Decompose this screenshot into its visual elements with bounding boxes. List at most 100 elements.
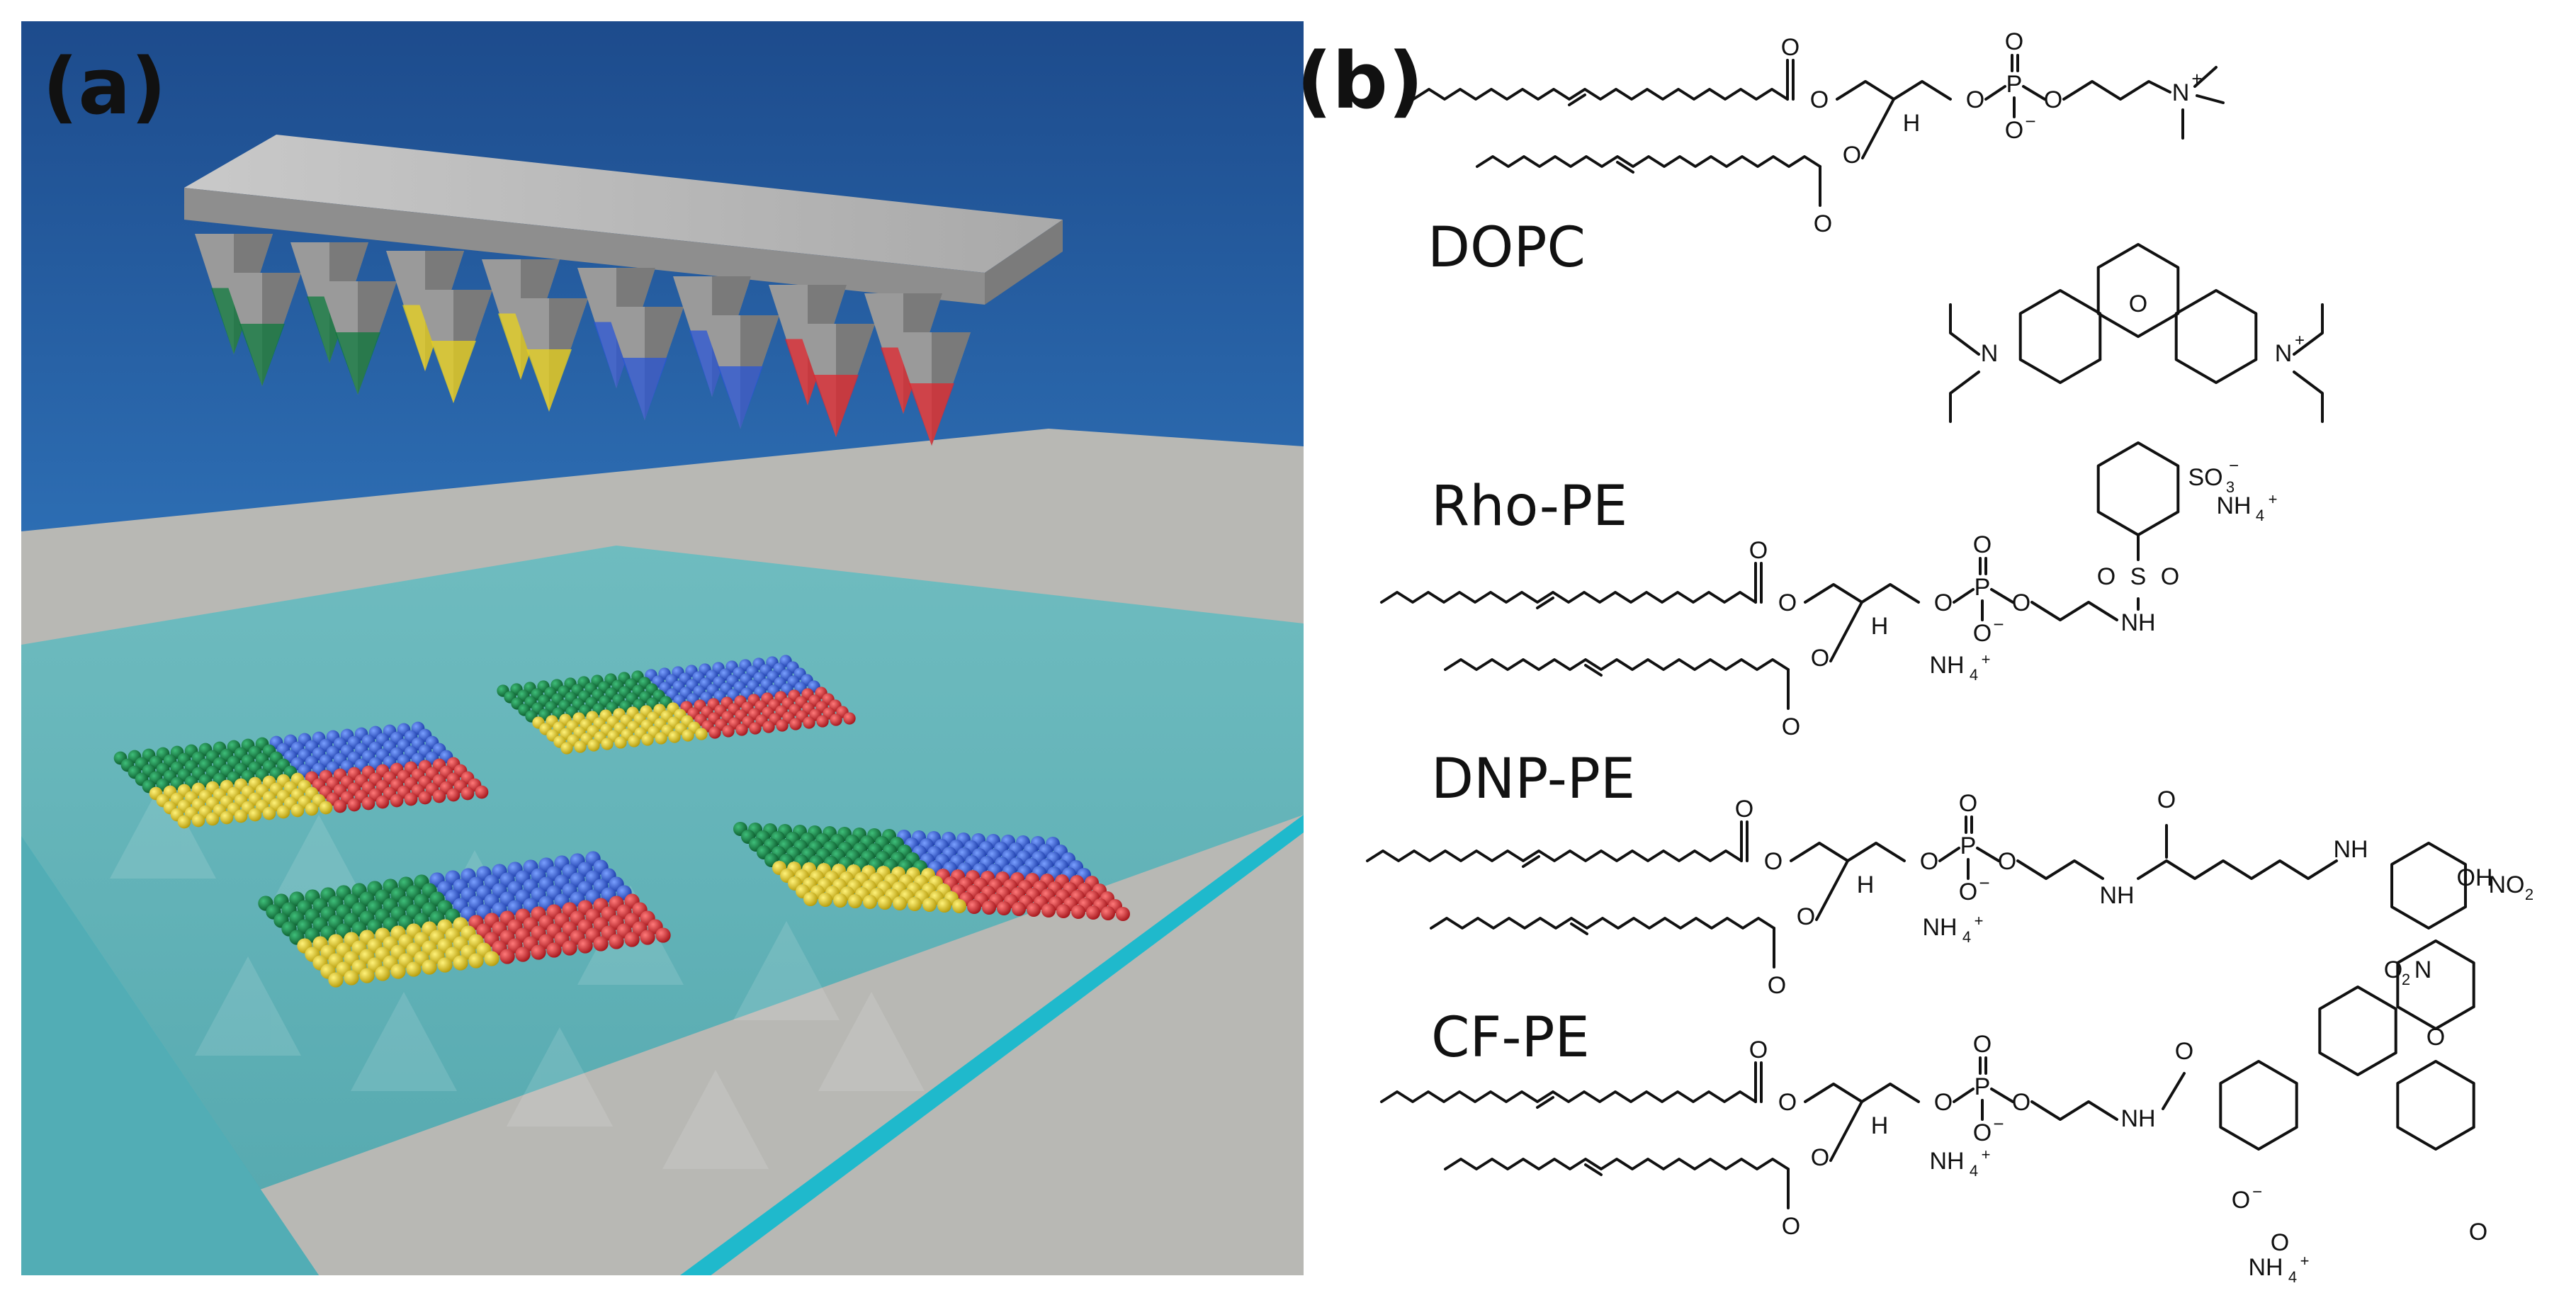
carbonyl-bond: [2162, 1072, 2186, 1110]
atom-o: O: [1797, 903, 1815, 930]
dot-yellow: [863, 895, 877, 909]
dot-red: [722, 725, 735, 738]
xanthene-ring-left: [2018, 289, 2102, 384]
pen-plate-front: [184, 188, 985, 305]
methyl-bond: [2196, 94, 2225, 104]
atom-o: O: [1778, 589, 1797, 616]
pen-ink-blue: [622, 358, 667, 420]
dot-red: [816, 715, 829, 728]
panel-b-label: (b): [1297, 35, 1424, 126]
atom-h: H: [1871, 1112, 1889, 1139]
dot-yellow: [248, 808, 262, 822]
charge-plus: +: [2300, 1252, 2310, 1270]
dot-red: [404, 792, 418, 806]
cis-double-bond: [1568, 94, 1586, 106]
molecule-name-dnp-pe: DNP-PE: [1431, 747, 1636, 811]
counterion-nh4: NH: [2248, 1254, 2283, 1281]
dot-yellow: [682, 729, 694, 742]
dot-red: [361, 796, 375, 811]
atom-o: O: [2012, 1089, 2030, 1116]
ethyl-group: [1949, 371, 1980, 423]
dot-yellow: [220, 811, 234, 825]
dot-red: [1116, 907, 1130, 921]
dot-yellow: [177, 815, 191, 829]
atom-h: H: [1857, 871, 1875, 898]
pen-ink-yellow: [431, 341, 476, 403]
cis-double-bond: [1616, 161, 1634, 174]
dot-yellow: [937, 898, 951, 913]
glycerol-bond: [1815, 859, 1849, 921]
dot-yellow: [952, 899, 966, 913]
atom-o: O: [1811, 1144, 1829, 1171]
dot-yellow: [655, 732, 667, 745]
acyl-chain-lower: [1444, 1158, 1790, 1170]
glycerol-bond: [1861, 98, 1895, 159]
atom-o: O: [1778, 1089, 1797, 1116]
dot-array-block: [497, 655, 856, 755]
atom-nh: NH: [2099, 882, 2134, 909]
dot-yellow: [406, 961, 422, 977]
pen-plate-side: [985, 220, 1063, 305]
dot-red: [843, 712, 856, 725]
dot-yellow: [893, 896, 907, 910]
dot-yellow: [191, 813, 205, 828]
atom-o: O: [1973, 620, 1992, 647]
dot-red: [375, 795, 390, 809]
dot-red: [967, 900, 981, 914]
dot-red: [499, 949, 515, 964]
atom-o: O: [1966, 86, 1984, 113]
panel-a-illustration: (a): [21, 21, 1304, 1275]
dot-yellow: [560, 742, 573, 755]
subscript-4: 4: [1970, 666, 1978, 684]
molecule-name-cf-pe: CF-PE: [1431, 1006, 1590, 1070]
atom-o: O: [2005, 28, 2023, 55]
atom-nh: NH: [2333, 836, 2368, 863]
dot-yellow: [390, 964, 406, 979]
counterion-nh4: NH: [1929, 1148, 1964, 1175]
atom-n: N: [1981, 340, 1999, 367]
benzene-ring: [2096, 441, 2180, 536]
dot-yellow: [922, 898, 937, 912]
dot-yellow: [908, 897, 922, 911]
ghost-pyramid: [195, 956, 301, 1056]
dot-yellow: [601, 738, 614, 750]
dot-red: [593, 936, 609, 952]
dot-red: [1101, 906, 1115, 920]
atom-nh: NH: [2120, 609, 2155, 636]
ethyl-group: [2293, 371, 2324, 423]
pen-ink-red: [909, 383, 954, 446]
atom-o: O: [1781, 34, 1800, 61]
atom-o: O: [2175, 1038, 2193, 1065]
atom-o: O: [1735, 796, 1753, 823]
dot-yellow: [668, 730, 681, 743]
charge-plus: +: [2191, 68, 2202, 89]
dot-yellow: [453, 955, 468, 971]
dot-red: [515, 947, 531, 962]
acyl-chain-upper: [1366, 849, 1743, 862]
atom-o: O: [1782, 1213, 1800, 1240]
charge-minus: −: [2229, 456, 2239, 475]
glycerol-bond: [1829, 601, 1863, 662]
dot-red: [531, 944, 546, 960]
atom-o: O: [1998, 848, 2016, 875]
dot-red: [735, 723, 748, 736]
p-o-bond: [1953, 1088, 1975, 1103]
dot-red: [562, 940, 577, 956]
dot-red: [749, 722, 762, 735]
subscript-4: 4: [1962, 928, 1971, 946]
p-o-bond: [1984, 85, 2006, 101]
dot-red: [475, 785, 489, 799]
cis-double-bond: [1584, 1163, 1603, 1176]
dot-red: [624, 932, 640, 947]
ghost-pyramid: [110, 779, 216, 879]
atom-p: P: [1975, 574, 1991, 601]
dot-red: [997, 901, 1011, 915]
pen-plate-top: [184, 135, 1063, 273]
subscript-4: 4: [2256, 507, 2264, 524]
atom-o: O: [1973, 1119, 1992, 1146]
atom-o: O: [2129, 290, 2147, 317]
atom-p: P: [1960, 832, 1977, 859]
pen-ink-yellow: [526, 349, 572, 412]
dot-yellow: [359, 968, 375, 983]
dot-red: [708, 726, 721, 739]
